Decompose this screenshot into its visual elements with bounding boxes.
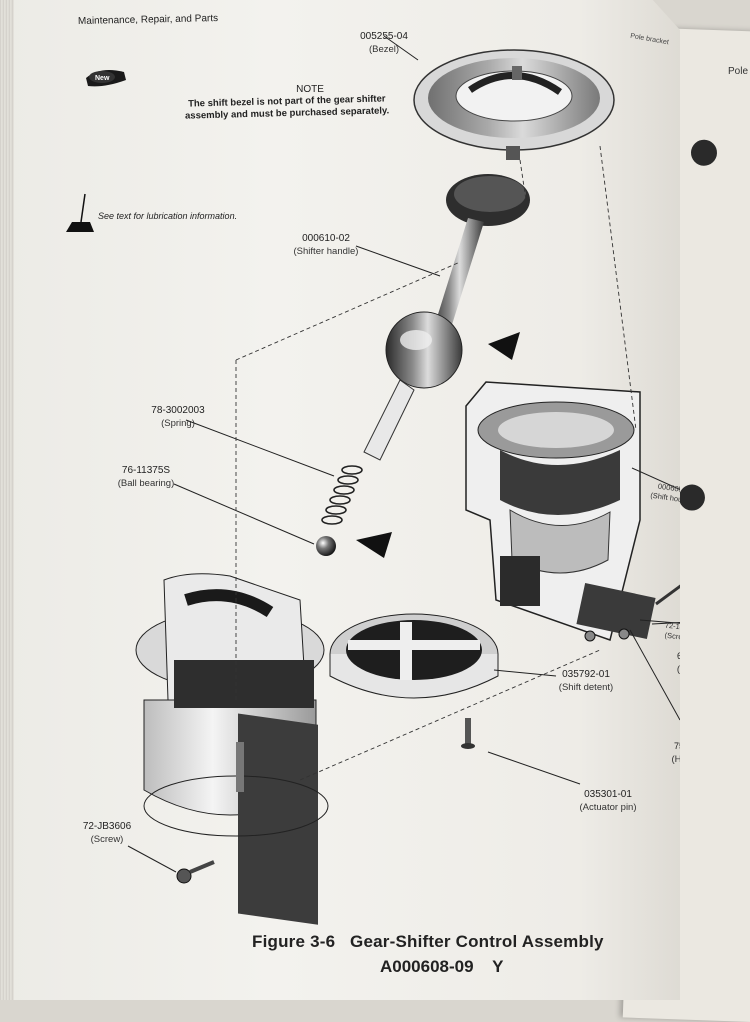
part-name: (Actuator pin) xyxy=(579,802,637,813)
callout-ball-bearing: 76-11375S (Ball bearing) xyxy=(96,464,196,490)
callout-hex-nut: 75-944S (Hex nut) xyxy=(654,740,680,766)
small-screw-part xyxy=(655,574,680,606)
figure-revision: Y xyxy=(492,957,504,976)
bottom-screw-part xyxy=(176,860,215,884)
part-name: (Bezel) xyxy=(368,44,400,55)
exploded-view-drawing: New xyxy=(66,35,680,925)
manual-page: New xyxy=(0,0,680,1000)
assembly-lines xyxy=(235,145,637,781)
bezel-part xyxy=(413,49,615,160)
part-number: 65-021A xyxy=(660,650,680,663)
callout-bezel: 005255-04 (Bezel) xyxy=(334,30,434,56)
new-badge-text: New xyxy=(95,75,110,82)
lubrication-note: See text for lubrication information. xyxy=(98,211,238,221)
base-housing-part xyxy=(135,573,329,925)
callout-screw: 72-JB3606 (Screw) xyxy=(62,820,152,846)
part-number: 76-11375S xyxy=(121,465,171,476)
actuator-pin-part xyxy=(461,718,475,749)
part-number: 78-3002003 xyxy=(151,405,205,416)
lube-point-icon xyxy=(488,332,520,360)
spring-part xyxy=(321,465,363,525)
part-number: 000610-02 xyxy=(302,233,350,244)
part-name: (Spring) xyxy=(161,418,195,429)
part-name: (Switch) xyxy=(660,663,680,676)
shift-housing-part xyxy=(465,381,656,642)
page-stack-edge xyxy=(0,0,14,1000)
binder-hole xyxy=(690,139,718,167)
figure-caption: Figure 3-6 Gear-Shifter Control Assembly xyxy=(252,932,604,952)
part-name: (Hex nut) xyxy=(654,753,680,766)
callout-actuator-pin: 035301-01 (Actuator pin) xyxy=(556,788,660,814)
callout-switch: 65-021A (Switch) xyxy=(660,650,680,676)
binder-hole xyxy=(678,484,706,511)
part-number: 75-944S xyxy=(654,740,680,753)
leader-lines xyxy=(127,35,680,873)
figure-code-line: A000608-09 Y xyxy=(380,957,504,977)
adjacent-page-label: Pole xyxy=(728,66,749,77)
ball-bearing-part xyxy=(316,536,336,556)
note-title: NOTE xyxy=(296,84,324,95)
figure-title: Gear-Shifter Control Assembly xyxy=(350,932,604,951)
part-name: (Ball bearing) xyxy=(117,478,175,489)
shifter-handle-part xyxy=(363,174,530,461)
callout-shift-detent: 035792-01 (Shift detent) xyxy=(536,668,636,694)
part-name: (Shifter handle) xyxy=(293,246,359,257)
part-number: 005255-04 xyxy=(360,31,408,42)
new-badge-icon xyxy=(86,70,126,87)
part-number: 035792-01 xyxy=(562,669,610,680)
part-number: 035301-01 xyxy=(584,789,632,800)
part-name: (Shift detent) xyxy=(558,682,614,693)
callout-handle: 000610-02 (Shifter handle) xyxy=(276,232,376,258)
part-number: 72-JB3606 xyxy=(82,821,132,832)
figure-code: A000608-09 xyxy=(380,957,474,976)
figure-number: Figure 3-6 xyxy=(252,932,336,951)
lube-point-icon xyxy=(356,532,392,558)
callout-spring: 78-3002003 (Spring) xyxy=(128,404,228,430)
shift-detent-part xyxy=(329,613,499,699)
part-name: (Screw) xyxy=(90,834,124,845)
oil-can-icon xyxy=(66,193,94,232)
